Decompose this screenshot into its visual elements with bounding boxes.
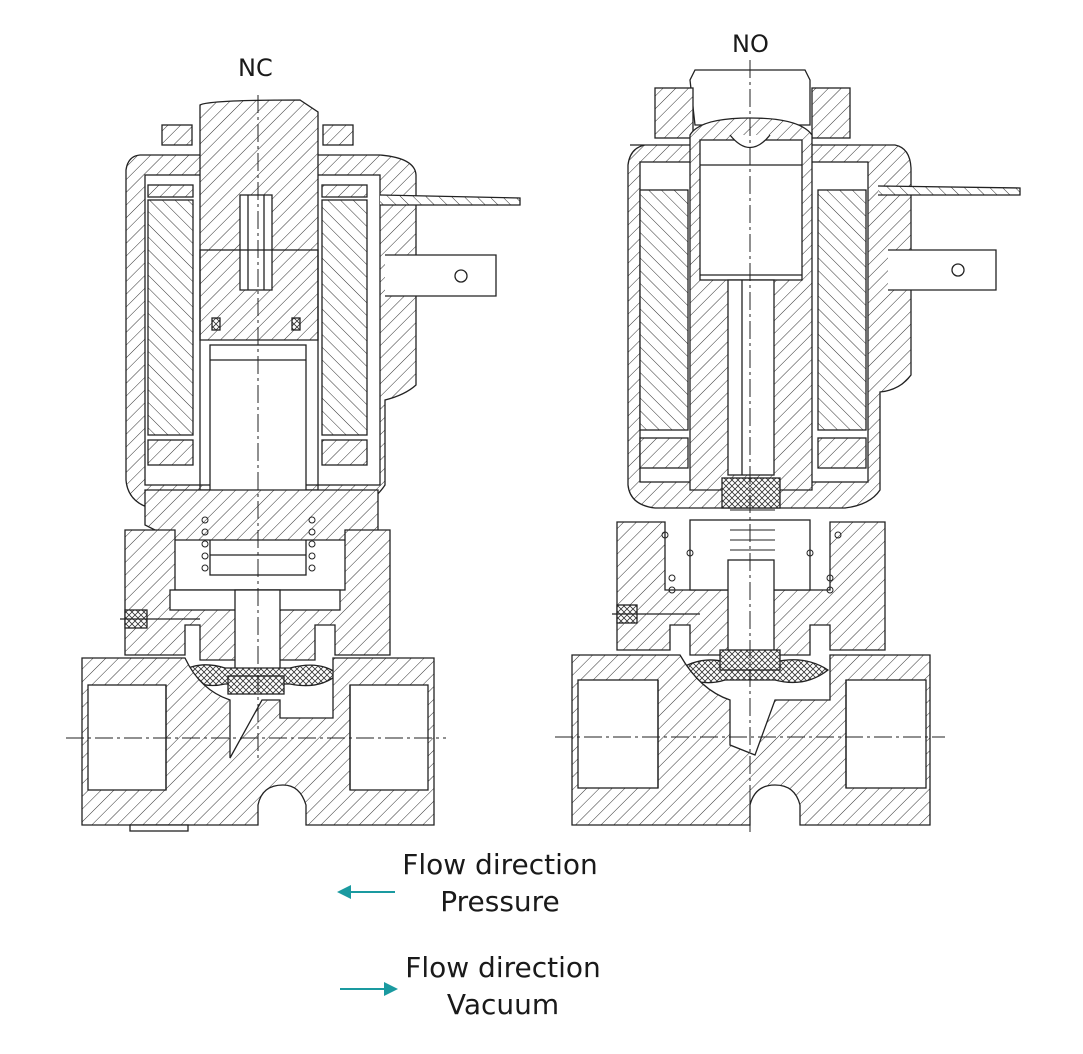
pressure-flow-arrow-icon bbox=[337, 885, 395, 899]
no-plunger bbox=[699, 139, 803, 281]
legend-pressure: Flow direction Pressure bbox=[370, 846, 630, 920]
no-valve bbox=[555, 60, 1021, 835]
vacuum-flow-arrow-icon bbox=[340, 982, 398, 996]
nc-coil-winding-left bbox=[147, 199, 194, 436]
nc-valve bbox=[66, 95, 521, 832]
legend-vacuum-line1: Flow direction bbox=[405, 951, 601, 984]
no-valve-label: NO bbox=[732, 30, 769, 58]
legend-vacuum: Flow direction Vacuum bbox=[373, 949, 633, 1023]
nc-coil-winding-right bbox=[321, 199, 368, 436]
no-diaphragm bbox=[673, 659, 830, 684]
nc-valve-label: NC bbox=[238, 54, 273, 82]
legend-vacuum-line2: Vacuum bbox=[446, 988, 560, 1021]
legend-pressure-line2: Pressure bbox=[440, 885, 560, 918]
no-coil-winding-left bbox=[639, 189, 689, 431]
legend-pressure-line1: Flow direction bbox=[402, 848, 598, 881]
no-coil-winding-right bbox=[817, 189, 867, 431]
